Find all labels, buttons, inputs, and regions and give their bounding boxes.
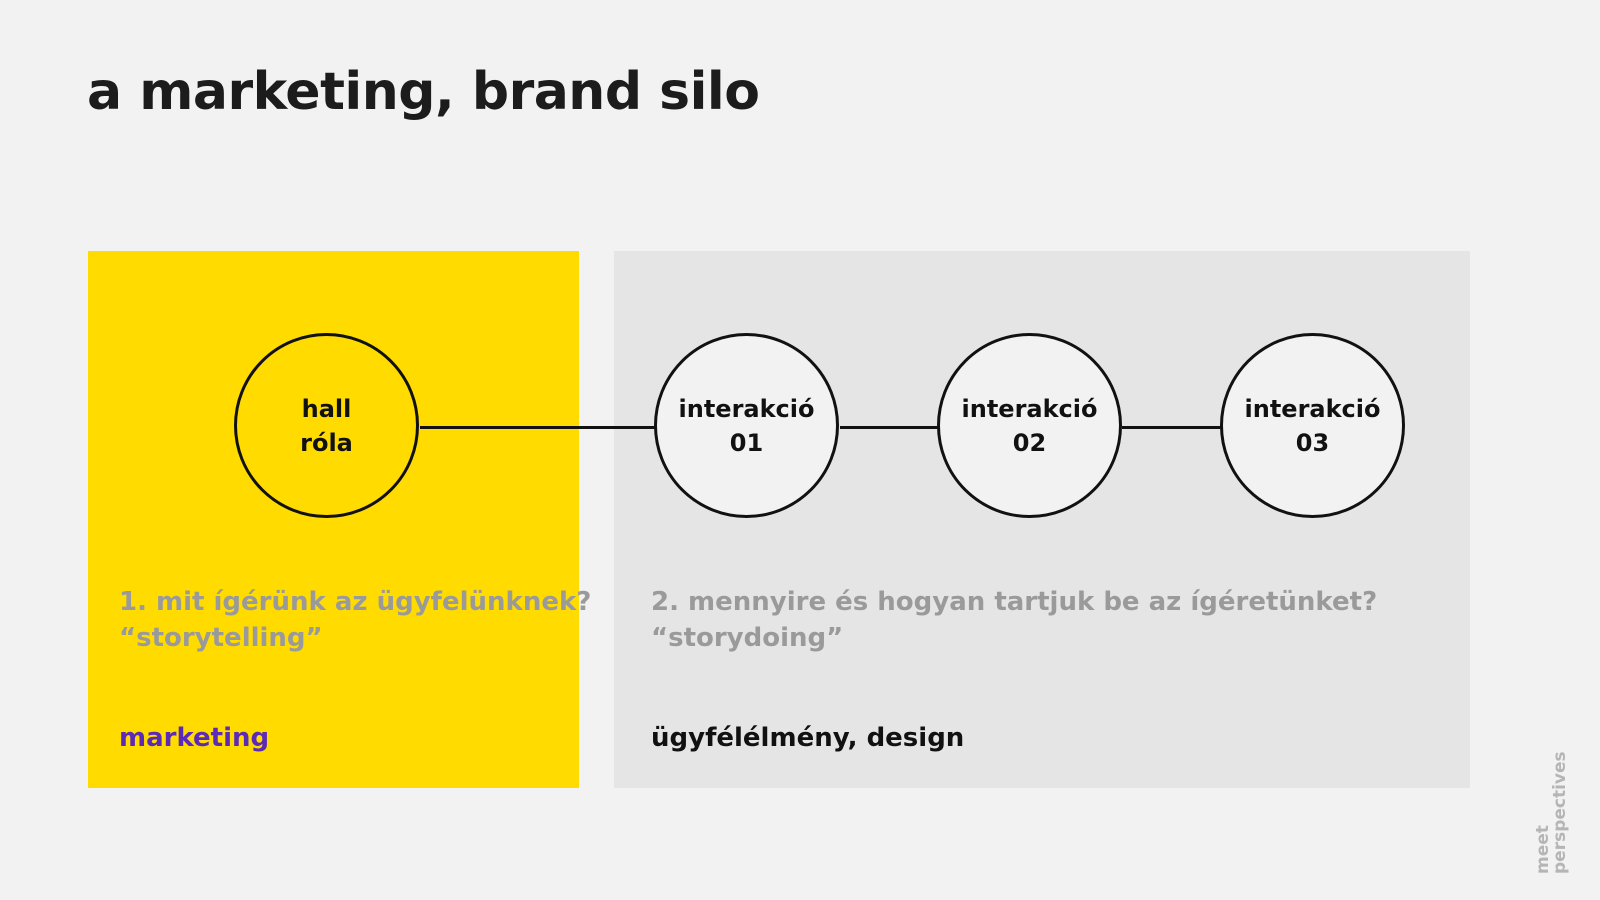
node-line: interakció [678, 394, 815, 423]
experience-panel [614, 251, 1470, 788]
marketing-panel [88, 251, 579, 788]
node-line: 02 [1012, 428, 1047, 457]
node-line: 01 [729, 428, 764, 457]
brand-line-2: perspectives [1550, 751, 1570, 874]
node-line: hall [301, 394, 352, 423]
page-title: a marketing, brand silo [87, 62, 760, 122]
node-interaction-02: interakció 02 [937, 333, 1122, 518]
brand-wordmark: meet perspectives [1533, 724, 1570, 874]
node-interaction-01: interakció 01 [654, 333, 839, 518]
experience-subtitle: “storydoing” [651, 623, 844, 653]
experience-question: 2. mennyire és hogyan tartjuk be az ígér… [651, 587, 1378, 617]
node-line: interakció [961, 394, 1098, 423]
marketing-question: 1. mit ígérünk az ügyfelünknek? [119, 587, 592, 617]
connector-line-2 [840, 426, 938, 429]
connector-line-3 [1122, 426, 1221, 429]
connector-line-1 [420, 426, 655, 429]
node-hall-rola: hall róla [234, 333, 419, 518]
brand-logo: meet perspectives [1533, 724, 1571, 874]
experience-label: ügyfélélmény, design [651, 723, 965, 753]
node-interaction-03: interakció 03 [1220, 333, 1405, 518]
node-line: róla [300, 428, 353, 457]
marketing-label: marketing [119, 723, 270, 753]
marketing-subtitle: “storytelling” [119, 623, 323, 653]
node-line: 03 [1295, 428, 1330, 457]
node-line: interakció [1244, 394, 1381, 423]
